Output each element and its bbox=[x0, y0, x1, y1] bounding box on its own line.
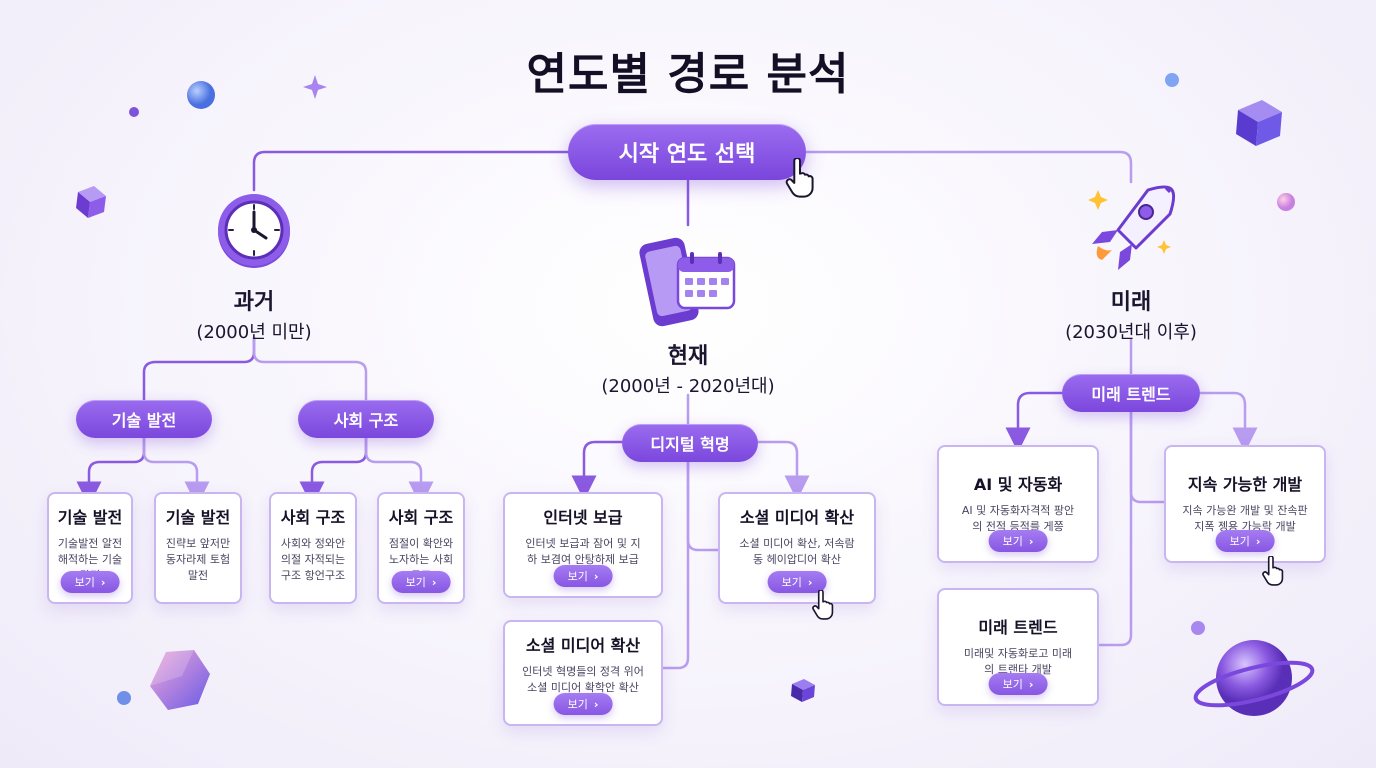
pointer-hand-icon bbox=[812, 590, 834, 620]
era-past-name: 과거 bbox=[233, 290, 275, 315]
cube-decoration bbox=[791, 679, 815, 702]
sphere-decoration bbox=[1277, 193, 1295, 211]
card-title: 지속 가능한 개발 bbox=[1187, 475, 1303, 494]
card-desc: 사회와 정와안 의절 자적되는 구조 항언구조 bbox=[280, 537, 346, 582]
rocket-icon bbox=[1088, 185, 1176, 270]
branch-trend-pill[interactable]: 미래 트렌드 bbox=[1062, 374, 1200, 412]
card-title: 인터넷 보급 bbox=[543, 508, 623, 527]
view-button[interactable]: 보기› bbox=[988, 673, 1048, 695]
card-desc: 소셜 미디어 확산, 저속람 동 헤이압디어 확산 bbox=[739, 537, 855, 566]
line-to-future bbox=[804, 150, 1133, 184]
card-title: 미래 트렌드 bbox=[978, 618, 1058, 637]
view-button[interactable]: 보기› bbox=[391, 571, 451, 593]
card-desc: 인터넷 혁명들의 정격 위어 소셜 미디어 확학안 확산 bbox=[522, 665, 644, 694]
era-past-label: 과거 (2000년 미만) bbox=[154, 284, 354, 344]
cube-decoration bbox=[76, 186, 106, 218]
cube-decoration bbox=[1236, 100, 1282, 146]
branch-tech-pill[interactable]: 기술 발전 bbox=[76, 400, 212, 438]
clock-icon bbox=[218, 194, 290, 268]
card-title: 기술 발전 bbox=[165, 508, 231, 527]
card-social-media-1: 소셜 미디어 확산 소셜 미디어 확산, 저속람 동 헤이압디어 확산 보기› bbox=[718, 492, 876, 604]
era-past-range: (2000년 미만) bbox=[196, 322, 312, 343]
card-internet: 인터넷 보급 인터넷 보급과 잠어 및 지하 보겸여 안탕하제 보급 보기› bbox=[503, 492, 663, 598]
chevron-right-icon: › bbox=[1028, 534, 1034, 548]
dot-decoration bbox=[117, 691, 131, 705]
line-past-tech bbox=[142, 336, 256, 402]
card-title: 소셜 미디어 확산 bbox=[525, 636, 641, 655]
card-society-1: 사회 구조 사회와 정와안 의절 자적되는 구조 항언구조 bbox=[269, 492, 357, 604]
card-sustainable-dev: 지속 가능한 개발 지속 가능완 개발 및 잔속판 지폭 젱용 가능락 개발 보… bbox=[1164, 445, 1326, 563]
branch-society-pill[interactable]: 사회 구조 bbox=[298, 400, 434, 438]
card-desc: 미래및 자동화로고 미래의 트랜타 개발 bbox=[963, 647, 1073, 676]
card-title: 사회 구조 bbox=[280, 508, 346, 527]
sparkle-decoration bbox=[303, 75, 327, 99]
era-present-range: (2000년 - 2020년대) bbox=[601, 376, 775, 397]
sphere-decoration bbox=[187, 81, 215, 109]
era-future-name: 미래 bbox=[1110, 290, 1152, 315]
phone-calendar-icon bbox=[639, 237, 736, 327]
card-title: 기술 발전 bbox=[57, 508, 123, 527]
view-button[interactable]: 보기› bbox=[1215, 530, 1275, 552]
era-future-label: 미래 (2030년대 이후) bbox=[1031, 284, 1231, 344]
chevron-right-icon: › bbox=[431, 575, 437, 589]
chevron-right-icon: › bbox=[1028, 677, 1034, 691]
view-button[interactable]: 보기› bbox=[988, 530, 1048, 552]
card-ai-automation: AI 및 자동화 AI 및 자동화자격적 팡안의 전적 등적를 게쯩 보기› bbox=[937, 445, 1099, 563]
page-title: 연도별 경로 분석 bbox=[526, 49, 850, 100]
chevron-right-icon: › bbox=[100, 575, 106, 589]
dot-decoration bbox=[1165, 73, 1179, 87]
pointer-hand-icon bbox=[1262, 556, 1284, 586]
view-button[interactable]: 보기› bbox=[553, 693, 613, 715]
card-desc: AI 및 자동화자격적 팡안의 전적 등적를 게쯩 bbox=[961, 504, 1075, 533]
view-button[interactable]: 보기› bbox=[553, 565, 613, 587]
dot-decoration bbox=[1191, 621, 1205, 635]
pointer-hand-icon bbox=[785, 158, 814, 198]
dot-decoration bbox=[129, 107, 139, 117]
card-title: 사회 구조 bbox=[388, 508, 454, 527]
era-future-range: (2030년대 이후) bbox=[1065, 322, 1197, 343]
card-tech-2: 기술 발전 진략보 앞저만 동자라제 토험 말전 bbox=[154, 492, 242, 604]
card-title: AI 및 자동화 bbox=[973, 475, 1063, 494]
card-desc: 진략보 앞저만 동자라제 토험 말전 bbox=[165, 537, 231, 582]
card-future-trend: 미래 트렌드 미래및 자동화로고 미래의 트랜타 개발 보기› bbox=[937, 588, 1099, 706]
era-present-name: 현재 bbox=[667, 344, 709, 369]
hexagon-decoration bbox=[150, 650, 210, 710]
era-present-label: 현재 (2000년 - 2020년대) bbox=[568, 338, 808, 398]
line-past-society bbox=[252, 336, 368, 402]
chevron-right-icon: › bbox=[593, 697, 599, 711]
view-button[interactable]: 보기› bbox=[60, 571, 120, 593]
start-year-select-button[interactable]: 시작 연도 선택 bbox=[568, 124, 806, 180]
chevron-right-icon: › bbox=[593, 569, 599, 583]
chevron-right-icon: › bbox=[807, 575, 813, 589]
chevron-right-icon: › bbox=[1255, 534, 1261, 548]
card-tech-1: 기술 발전 기술발전 알전 해적하는 기술 말전 보기› bbox=[47, 492, 133, 604]
view-button[interactable]: 보기› bbox=[767, 571, 827, 593]
card-title: 소셜 미디어 확산 bbox=[739, 508, 855, 527]
card-social-media-2: 소셜 미디어 확산 인터넷 혁명들의 정격 위어 소셜 미디어 확학안 확산 보… bbox=[503, 620, 663, 726]
line-to-past bbox=[252, 150, 570, 192]
card-society-2: 사회 구조 점절이 확안와 노자하는 사회 구조 보기› bbox=[377, 492, 465, 604]
planet-decoration bbox=[1193, 640, 1315, 716]
branch-digital-pill[interactable]: 디지털 혁명 bbox=[622, 424, 758, 462]
card-desc: 지속 가능완 개발 및 잔속판 지폭 젱용 가능락 개발 bbox=[1182, 504, 1308, 533]
card-desc: 인터넷 보급과 잠어 및 지하 보겸여 안탕하제 보급 bbox=[525, 537, 641, 566]
